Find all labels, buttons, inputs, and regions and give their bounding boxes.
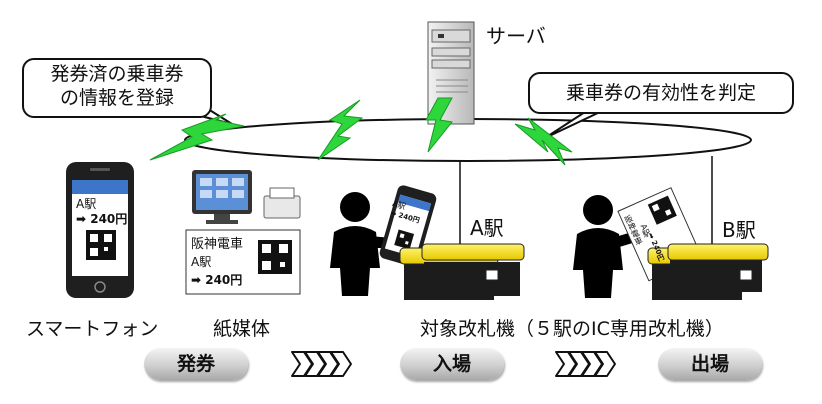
gate-b-icon xyxy=(647,243,769,300)
step-entry: 入場 xyxy=(400,348,504,380)
smartphone-label: スマートフォン xyxy=(26,318,159,340)
register-callout-line2: の情報を登録 xyxy=(59,87,174,109)
flow-arrows-1 xyxy=(291,351,352,377)
validity-callout: 乗車券の有効性を判定 xyxy=(528,72,794,114)
wireless-signal-icons xyxy=(149,97,573,166)
network-ring xyxy=(184,118,752,162)
register-callout-line1: 発券済の乗車券 xyxy=(50,63,184,85)
step-issue: 発券 xyxy=(144,348,248,380)
paper-ticket-station: A駅 xyxy=(191,255,212,269)
server-label: サーバ xyxy=(486,24,546,48)
phone-fare: ➡ 240円 xyxy=(76,212,128,226)
phone-station: A駅 xyxy=(76,197,97,211)
passenger-exiting-icon xyxy=(573,195,636,298)
server-icon xyxy=(427,21,475,125)
smartphone-icon xyxy=(66,162,134,298)
ticket-terminal-icon xyxy=(192,170,252,224)
station-b-label: B駅 xyxy=(722,218,756,242)
flow-arrows-2 xyxy=(555,351,616,377)
gates-label: 対象改札機（５駅のIC専用改札機） xyxy=(420,318,724,340)
paper-ticket-company: 阪神電車 xyxy=(191,237,244,252)
station-a-label: A駅 xyxy=(470,216,504,240)
paper-label: 紙媒体 xyxy=(213,318,271,340)
register-callout: 発券済の乗車券 の情報を登録 xyxy=(22,58,212,118)
paper-ticket-graphic xyxy=(185,229,301,295)
paper-ticket-fare: ➡ 240円 xyxy=(191,273,243,287)
printer-icon xyxy=(263,187,301,219)
step-exit: 出場 xyxy=(658,348,762,380)
validity-callout-text: 乗車券の有効性を判定 xyxy=(565,82,756,104)
validity-callout-tail xyxy=(544,111,601,139)
gate-a-icon xyxy=(399,243,525,300)
